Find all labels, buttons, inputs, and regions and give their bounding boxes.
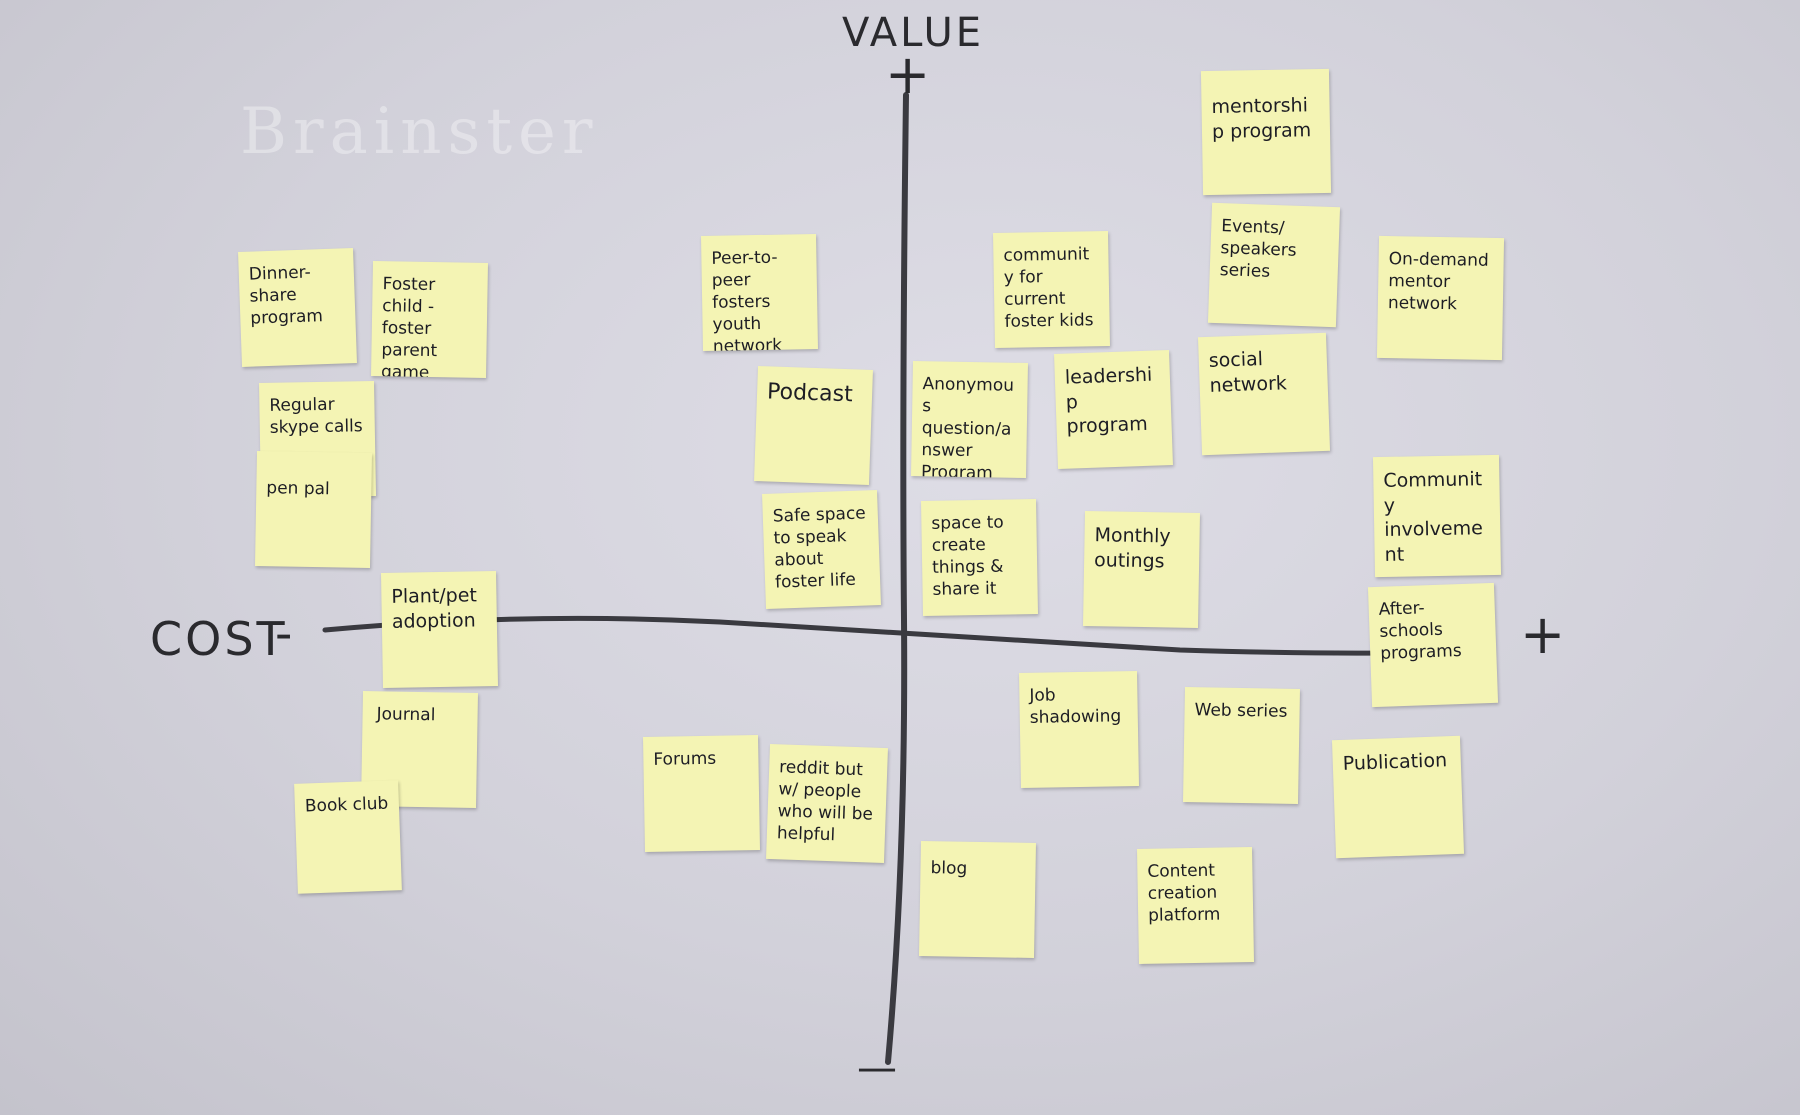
x-axis-line [322,615,1443,656]
sticky-note[interactable]: Anonymous question/answer Program [911,361,1028,478]
sticky-note[interactable]: mentorship program [1200,68,1332,196]
sticky-note[interactable]: Dinner-share program [238,248,357,367]
sticky-note[interactable]: Forums [643,735,760,852]
sticky-note[interactable]: space to create things & share it [921,499,1038,616]
sticky-note[interactable]: community for current foster kids [993,231,1110,348]
sticky-note[interactable]: Podcast [754,366,873,485]
sticky-note[interactable]: Foster child - foster parent game [371,261,488,378]
sticky-note[interactable]: Events/ speakers series [1207,202,1341,328]
cost-axis-label: COST [150,612,288,666]
value-plus-mark: + [885,43,931,106]
sticky-note[interactable]: Peer-to-peer fosters youth network [701,234,818,351]
sticky-note[interactable]: Content creation platform [1137,847,1254,964]
sticky-note[interactable]: Book club [294,780,402,894]
sticky-note[interactable]: Web series [1183,687,1300,804]
value-minus-mark: — [857,1045,897,1091]
sticky-note[interactable]: pen pal [255,451,372,568]
sticky-note[interactable]: Monthly outings [1083,511,1200,628]
sticky-note[interactable]: social network [1197,332,1331,456]
cost-minus-mark: - [275,606,293,662]
sticky-note[interactable]: leadership program [1054,350,1173,469]
ghost-writing: Brainster [240,95,599,169]
cost-plus-mark: + [1520,603,1566,666]
sticky-note[interactable]: Publication [1331,735,1465,859]
y-axis-line [885,92,909,1065]
sticky-note[interactable]: reddit but w/ people who will be helpful [766,743,888,864]
sticky-note[interactable]: After-schools programs [1367,582,1499,708]
sticky-note[interactable]: Community involvement [1372,454,1502,578]
sticky-note[interactable]: Safe space to speak about foster life [762,490,881,609]
sticky-note[interactable]: blog [919,841,1036,958]
sticky-note[interactable]: On-demand mentor network [1376,235,1505,361]
value-axis-label: VALUE [842,10,985,56]
sticky-note[interactable]: Job shadowing [1019,670,1139,789]
sticky-note[interactable]: Plant/pet adoption [381,571,498,688]
